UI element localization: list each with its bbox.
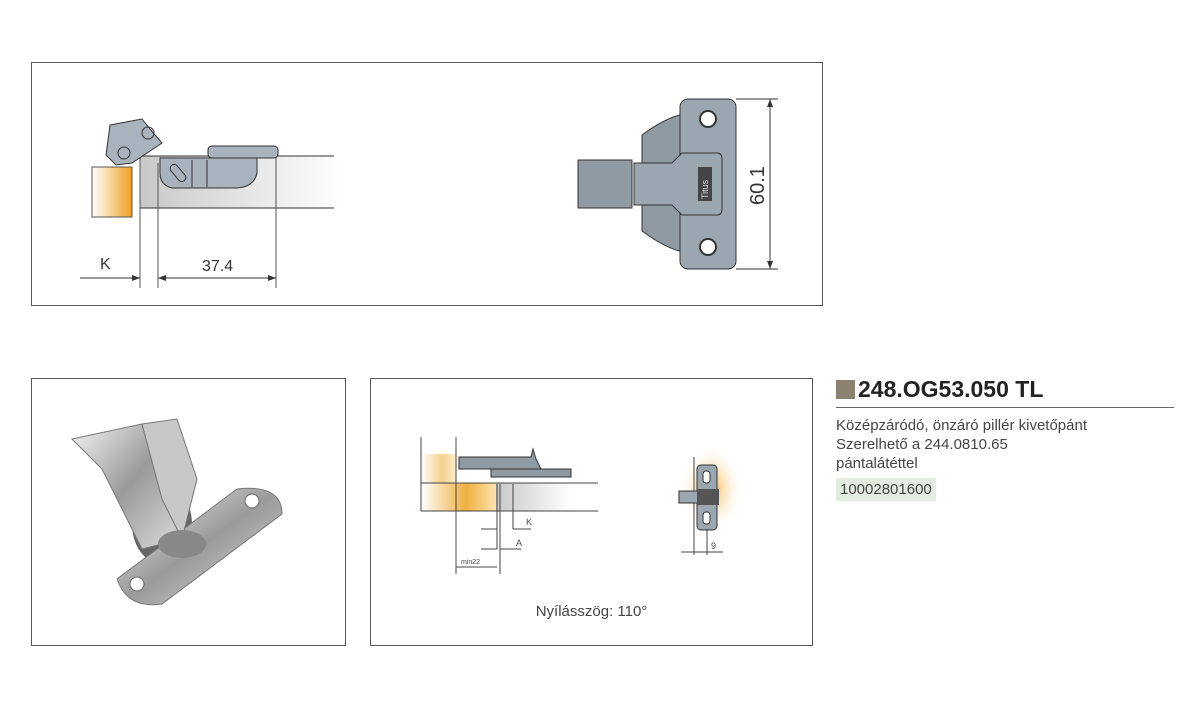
description-line: Szerelhető a 244.0810.65 [836, 436, 1008, 453]
side-and-top-view-drawing: K 37.4 Titus 60.1 [31, 62, 823, 306]
product-code: 248.OG53.050 TL [858, 376, 1044, 402]
installation-drawing: K A min22 9 Nyílásszög: 110° [370, 378, 813, 646]
product-description: Középzáródó, önzáró pillér kivetőpánt Sz… [836, 416, 1174, 473]
brand-mark: Titus [700, 179, 710, 199]
description-line: pántalátéttel [836, 455, 918, 472]
dim-height-label: 60.1 [747, 166, 769, 205]
product-title: 248.OG53.050 TL [836, 376, 1174, 408]
dim-k-label: K [100, 256, 111, 273]
opening-angle-caption: Nyílásszög: 110° [535, 603, 648, 620]
top-view: Titus 60.1 [577, 98, 778, 270]
dim-min-label: min22 [461, 559, 480, 566]
description-line: Középzáródó, önzáró pillér kivetőpánt [836, 417, 1087, 434]
dim-k-label: K [526, 517, 532, 527]
color-swatch-icon [836, 380, 855, 399]
dim-plate-label: 9 [711, 541, 716, 551]
hinge-photo-image [70, 418, 283, 606]
article-number-badge: 10002801600 [836, 478, 936, 501]
side-view: K 37.4 [80, 118, 340, 288]
dim-width-label: 37.4 [202, 258, 233, 275]
dim-a-label: A [516, 538, 522, 548]
product-photo [31, 378, 346, 646]
product-info: 248.OG53.050 TL Középzáródó, önzáró pill… [836, 376, 1174, 501]
